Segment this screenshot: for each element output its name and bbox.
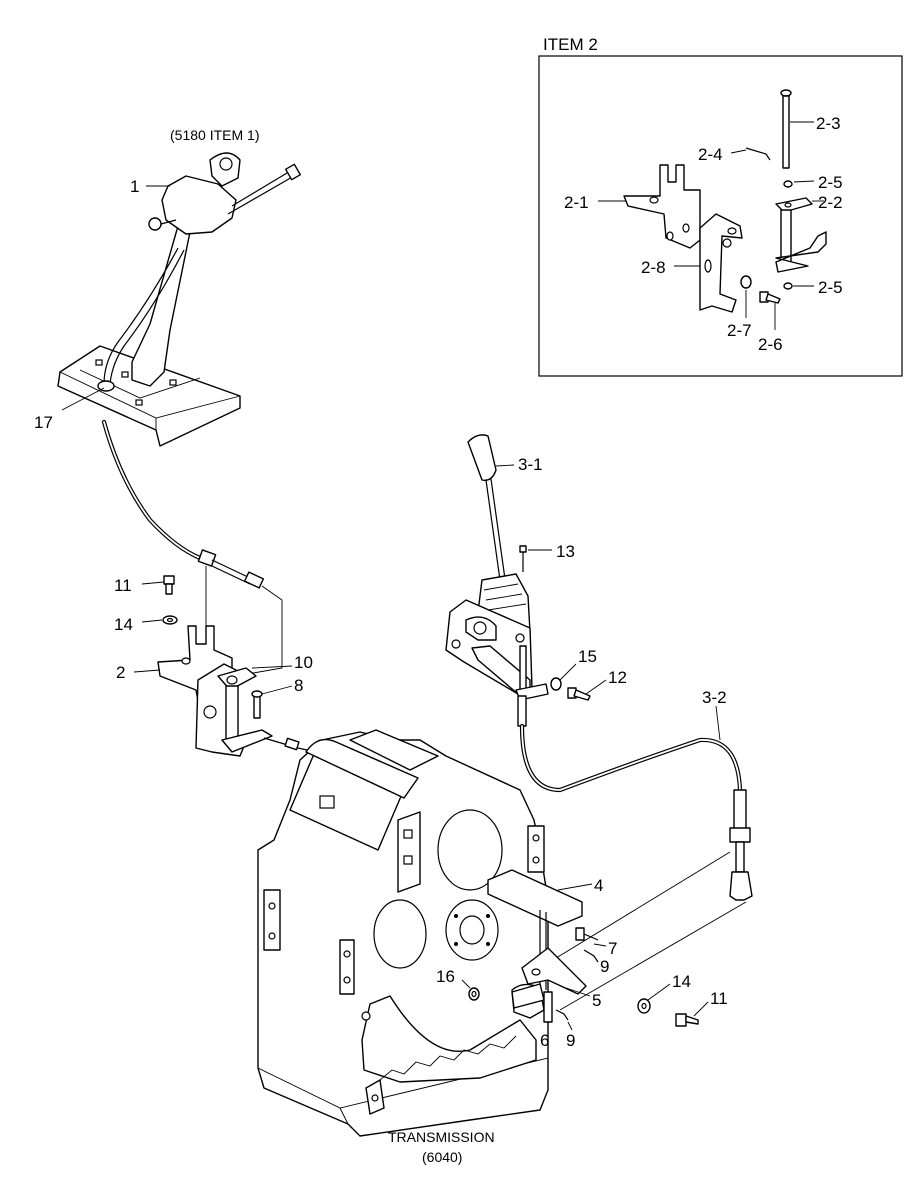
part-2-4-cotter-pin — [745, 147, 771, 161]
label-9-lower: 9 — [566, 1031, 575, 1050]
part-5-lever — [521, 947, 587, 995]
label-2-1: 2-1 — [564, 193, 589, 212]
label-2: 2 — [116, 663, 125, 682]
label-16: 16 — [436, 967, 455, 986]
label-5: 5 — [592, 991, 601, 1010]
label-1: 1 — [130, 177, 139, 196]
label-2-3: 2-3 — [816, 114, 841, 133]
label-2-5-lower: 2-5 — [818, 278, 843, 297]
inset-frame — [538, 55, 903, 377]
label-3-2: 3-2 — [702, 688, 727, 707]
label-17: 17 — [34, 413, 53, 432]
label-11-upper: 11 — [114, 576, 132, 595]
inset-title: ITEM 2 — [543, 35, 598, 54]
leader-12 — [585, 679, 607, 695]
leader-7 — [593, 943, 607, 947]
part-9-cotter-lower — [555, 1009, 569, 1021]
leader-14b — [647, 983, 671, 1001]
leader-2-4 — [730, 149, 747, 154]
leader-3-2 — [715, 705, 721, 741]
leader-17 — [61, 387, 105, 411]
label-14-lower: 14 — [672, 972, 691, 991]
footer-code: (6040) — [422, 1149, 462, 1165]
part-3-2-cable — [517, 695, 753, 1011]
leader-4 — [557, 883, 593, 891]
leader-2 — [133, 669, 161, 673]
part-2-2-lever — [775, 197, 827, 273]
label-8: 8 — [294, 676, 303, 695]
part-2-5-clip-upper — [783, 180, 793, 188]
leader-3-1 — [495, 464, 515, 467]
label-11-lower: 11 — [710, 989, 728, 1008]
part-1-shift-control — [97, 152, 302, 392]
label-10: 10 — [294, 653, 313, 672]
part-2-3-pin — [780, 89, 792, 169]
top-note: (5180 ITEM 1) — [170, 127, 259, 143]
part-2-1-bracket — [623, 164, 701, 249]
label-14-upper: 14 — [114, 615, 133, 634]
part-9-cotter-upper — [583, 949, 599, 963]
leader-8 — [261, 685, 293, 695]
part-8-pin — [251, 690, 263, 719]
label-13: 13 — [556, 542, 575, 561]
item-2-inset: ITEM 2 — [538, 35, 903, 377]
label-4: 4 — [594, 876, 603, 895]
transmission-housing — [257, 729, 549, 1137]
label-12: 12 — [608, 668, 627, 687]
label-2-6: 2-6 — [758, 335, 783, 354]
part-2-6-bolt — [759, 291, 781, 304]
part-11-bolt-lower — [675, 1013, 699, 1027]
part-3-1-shift-lever — [445, 434, 549, 701]
leader-16 — [461, 979, 471, 989]
leader-11a — [141, 581, 165, 585]
leader-11b — [693, 1001, 709, 1017]
label-3-1: 3-1 — [518, 455, 543, 474]
leader-5 — [565, 987, 591, 997]
leader-2-5a — [793, 180, 815, 183]
part-2-5-clip-lower — [783, 282, 793, 290]
leader-9b — [567, 1021, 573, 1031]
part-15-washer — [550, 677, 562, 691]
label-15: 15 — [578, 647, 597, 666]
part-11-bolt-upper — [163, 575, 175, 595]
upper-shift-cable — [101, 419, 283, 677]
footer-transmission: TRANSMISSION — [388, 1129, 495, 1145]
label-2-4: 2-4 — [698, 145, 723, 164]
label-9-upper: 9 — [600, 957, 609, 976]
label-6: 6 — [540, 1031, 549, 1050]
part-14-washer-lower — [637, 998, 651, 1014]
part-6-shaft — [511, 983, 553, 1023]
part-16-plug — [468, 987, 480, 1001]
part-2-bracket-assembly — [157, 625, 273, 757]
label-2-7: 2-7 — [727, 321, 752, 340]
part-13-screw — [519, 545, 527, 572]
part-12-bolt — [567, 687, 591, 701]
floor-plate — [57, 345, 241, 447]
leader-10 — [251, 665, 293, 669]
label-7: 7 — [608, 939, 617, 958]
label-2-2: 2-2 — [818, 193, 843, 212]
label-2-5-upper: 2-5 — [818, 173, 843, 192]
part-7-pin — [575, 927, 599, 941]
part-2-8-bracket — [699, 213, 743, 313]
part-2-7-washer — [740, 275, 752, 289]
label-2-8: 2-8 — [641, 258, 666, 277]
leader-15 — [559, 663, 577, 681]
leader-14a — [141, 619, 163, 623]
